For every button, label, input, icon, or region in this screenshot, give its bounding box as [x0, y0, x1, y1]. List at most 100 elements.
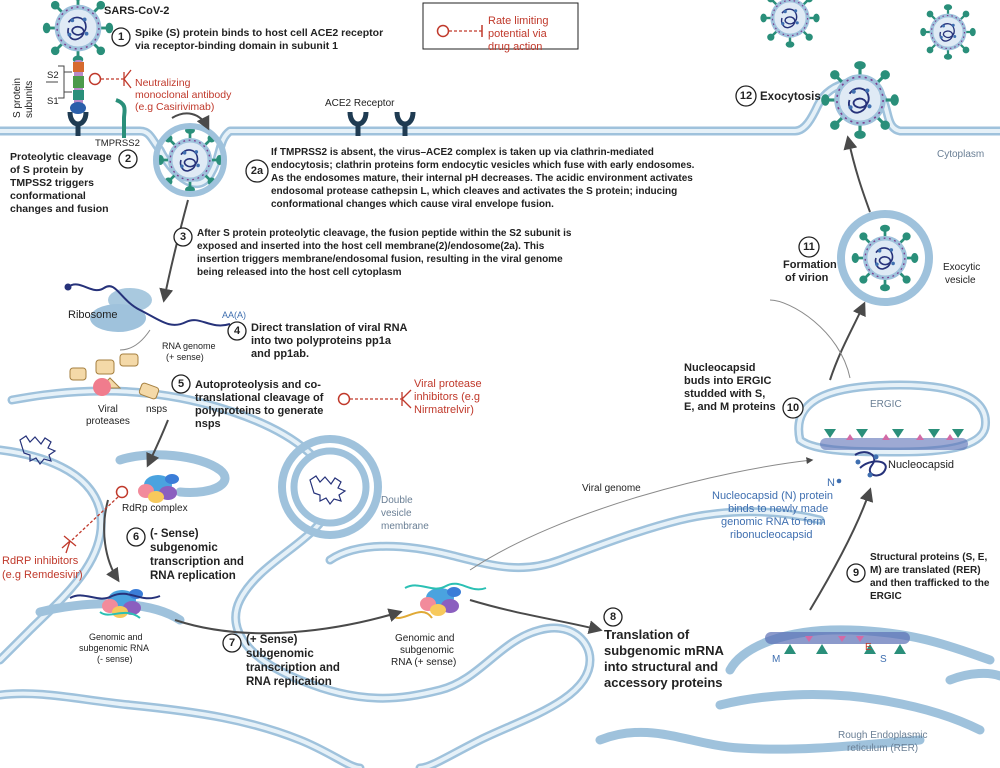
- step-2a-line-5: conformational changes which cause viral…: [271, 199, 554, 210]
- exocytic-vesicle-line-2: vesicle: [945, 275, 976, 286]
- double-vesicle: [278, 435, 382, 539]
- step-8-number: 8: [603, 607, 623, 627]
- step-2-line-1: Proteolytic cleavage: [10, 151, 112, 163]
- double-vesicle-line-2: vesicle: [381, 508, 412, 519]
- step-7-line-2: subgenomic: [246, 648, 314, 660]
- svg-text:1: 1: [118, 31, 124, 43]
- step-5-line-3: polyproteins to generate: [195, 405, 323, 417]
- virus-incoming: [44, 0, 111, 62]
- ribosome-label: Ribosome: [68, 309, 118, 321]
- n-protein-line-4: ribonucleocapsid: [730, 529, 813, 541]
- virus-endocytosed: [153, 123, 227, 197]
- step-2-line-3: TMPSS2 triggers: [10, 177, 94, 189]
- rdrp-inhibitor-line-1: RdRP inhibitors: [2, 555, 79, 567]
- n-protein-line-2: binds to newly made: [728, 503, 828, 515]
- step-4-number: 4: [227, 321, 247, 341]
- step-9-line-2: M) are translated (RER): [870, 565, 981, 576]
- legend-line-2: potential via: [488, 28, 548, 40]
- step-7-line-3: transcription and: [246, 662, 340, 674]
- step-6-line-4: RNA replication: [150, 570, 236, 582]
- tmprss2-label: TMPRSS2: [95, 138, 140, 149]
- antibody-inhibition: [88, 69, 132, 89]
- ergic: [794, 380, 991, 457]
- step-10-line-4: E, and M proteins: [684, 401, 776, 413]
- step-11-number: 11: [798, 236, 820, 258]
- rdrp-complex-2: [69, 589, 161, 619]
- antibody-line-1: Neutralizing: [135, 77, 191, 89]
- ribosome: [64, 283, 231, 332]
- viral-genome-label: Viral genome: [582, 483, 641, 494]
- svg-text:3: 3: [180, 231, 186, 243]
- step-2-line-5: changes and fusion: [10, 203, 109, 215]
- m-label: M: [772, 654, 780, 665]
- svg-text:11: 11: [803, 241, 815, 253]
- spike-axis-subtitle: subunits: [24, 81, 35, 118]
- svg-text:10: 10: [787, 402, 799, 414]
- step-2-number: 2: [118, 149, 138, 169]
- rdrp-complex-label: RdRp complex: [122, 503, 188, 514]
- step-2a-line-2: endocytosis; clathrin proteins form endo…: [271, 160, 695, 171]
- step-8-line-2: subgenomic mRNA: [604, 643, 725, 658]
- double-vesicle-line-1: Double: [381, 495, 413, 506]
- antibody-line-2: monoclonal antibody: [135, 89, 232, 101]
- genomic-pos-line-1: Genomic and: [395, 633, 454, 644]
- virus-exocytosis: [823, 63, 898, 138]
- step-1-line-2: via receptor-binding domain in subunit 1: [135, 40, 338, 52]
- spike-axis-title: S protein: [12, 78, 23, 118]
- protease-inhibitor-line-2: inhibitors (e.g: [414, 391, 480, 403]
- aa-label: AA(A): [222, 310, 246, 320]
- genomic-neg-line-2: subgenomic RNA: [79, 643, 149, 653]
- s2-label: S2: [47, 70, 59, 81]
- step-9-line-4: ERGIC: [870, 591, 902, 602]
- svg-text:8: 8: [610, 611, 616, 623]
- virus-released-1: [762, 0, 819, 46]
- step-6-line-1: (- Sense): [150, 528, 199, 540]
- rna-genome-line-1: RNA genome: [162, 341, 216, 351]
- step-4-line-1: Direct translation of viral RNA: [251, 322, 408, 334]
- double-vesicle-line-3: membrane: [381, 521, 429, 532]
- n-protein-line-1: Nucleocapsid (N) protein: [712, 490, 833, 502]
- step-1-number: 1: [111, 27, 131, 47]
- nucleocapsid-label: Nucleocapsid: [888, 459, 954, 471]
- exocytic-vesicle-line-1: Exocytic: [943, 262, 980, 273]
- nsps-label: nsps: [146, 404, 167, 415]
- step-3-line-2: exposed and inserted into the host cell …: [197, 241, 545, 252]
- step-2a-line-3: As the endosomes mature, their internal …: [271, 173, 693, 184]
- step-3-number: 3: [173, 227, 193, 247]
- step-2-line-2: of S protein by: [10, 164, 84, 176]
- viral-proteases-line-1: Viral: [98, 404, 118, 415]
- step-11-line-2: of virion: [785, 272, 829, 284]
- rer-protein-strip: [765, 632, 910, 654]
- genomic-neg-line-1: Genomic and: [89, 632, 143, 642]
- svg-text:4: 4: [234, 325, 241, 337]
- protease-inhibitor-line-3: Nirmatrelvir): [414, 404, 474, 416]
- step-10-line-2: buds into ERGIC: [684, 375, 771, 387]
- spike-detail: [46, 60, 86, 114]
- step-2a-number: 2a: [245, 159, 269, 183]
- legend-line-3: drug action: [488, 41, 542, 53]
- protease-inhibition: [337, 389, 412, 409]
- step-8-line-3: into structural and: [604, 659, 718, 674]
- ace2-label: ACE2 Receptor: [325, 98, 395, 109]
- left-vesicle-rna: [19, 435, 57, 466]
- genomic-pos-line-3: RNA (+ sense): [391, 657, 456, 668]
- genomic-neg-line-3: (- sense): [97, 654, 133, 664]
- protease-inhibitor-line-1: Viral protease: [414, 378, 482, 390]
- step-3-line-4: being released into the host cell cytopl…: [197, 267, 402, 278]
- tmprss2-protein: [115, 98, 127, 138]
- svg-text:12: 12: [740, 90, 752, 102]
- step-1-line-1: Spike (S) protein binds to host cell ACE…: [135, 27, 383, 39]
- rer-line-2: reticulum (RER): [847, 743, 918, 754]
- step-7-number: 7: [222, 633, 242, 653]
- step-10-line-3: studded with S,: [684, 388, 765, 400]
- virus-name: SARS-CoV-2: [104, 5, 169, 17]
- step-5-line-1: Autoproteolysis and co-: [195, 379, 321, 391]
- polyprotein-pieces: [69, 329, 160, 400]
- step-6-number: 6: [126, 527, 146, 547]
- svg-text:6: 6: [133, 531, 139, 543]
- step-11-line-1: Formation: [783, 259, 837, 271]
- step-5-number: 5: [171, 374, 191, 394]
- viral-proteases-line-2: proteases: [86, 416, 130, 427]
- rna-genome-line-2: (+ sense): [166, 352, 204, 362]
- ergic-label: ERGIC: [870, 399, 902, 410]
